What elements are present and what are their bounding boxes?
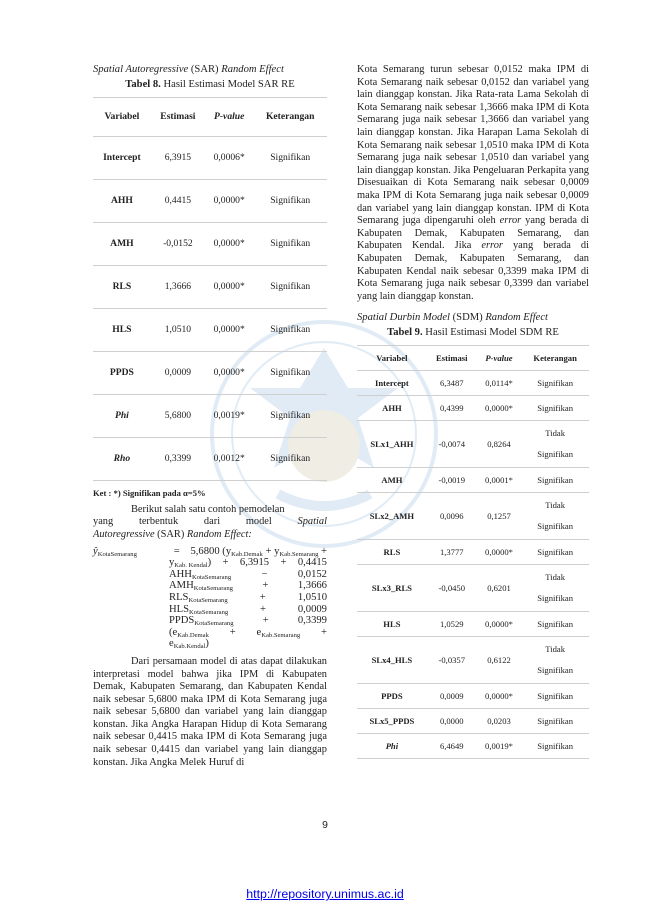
col-header: Estimasi [150, 97, 205, 138]
right-column: Kota Semarang turun sebesar 0,0152 maka … [357, 64, 589, 760]
table8-note: Ket : *) Signifikan pada α=5% [93, 488, 206, 499]
paragraph-intro-line2: yang terbentuk dari model Spatial [93, 516, 327, 528]
col-header: P-value [205, 97, 254, 138]
col-header: Variabel [93, 97, 151, 138]
equation-line: RLSKotaSemarang + 1,0510 [169, 591, 327, 604]
paragraph-intro-line3: Autoregressive (SAR) Random Effect: [93, 528, 252, 540]
col-header: Keterangan [521, 345, 589, 372]
equation-line: HLSKotaSemarang + 0,0009 [169, 603, 327, 616]
sar-model-equation: ŷKotaSemarang = 5,6800 (yKab.Demak + yKa… [93, 545, 327, 651]
equation-line: ŷKotaSemarang = 5,6800 (yKab.Demak + yKa… [93, 545, 327, 558]
equation-line: yKab. Kendal) + 6,3915 + 0,4415 [169, 557, 327, 570]
left-column: Spatial Autoregressive (SAR) Random Effe… [93, 64, 327, 769]
col-header: P-value [476, 345, 522, 372]
paragraph-interpretation: Dari persamaan model di atas dapat dilak… [93, 655, 327, 768]
equation-line: AMHKotaSemarang + 1,3666 [169, 580, 327, 593]
equation-line: (eKab.Demak + eKab.Semarang + [169, 626, 327, 639]
paragraph-intro-line1: Berikut salah satu contoh pemodelan [131, 503, 285, 515]
table9-caption: Tabel 9. Hasil Estimasi Model SDM RE [387, 326, 559, 338]
equation-line: AHHKotaSemarang − 0,0152 [169, 568, 327, 581]
col-header: Estimasi [426, 345, 477, 372]
section-heading-sar: Spatial Autoregressive (SAR) Random Effe… [93, 64, 284, 75]
equation-line: eKab.Kendal) [169, 638, 209, 651]
equation-line: PPDSKotaSemarang + 0,3399 [169, 615, 327, 628]
table-header-row: Variabel Estimasi P-value Keterangan [357, 345, 589, 372]
col-header: Variabel [357, 345, 427, 372]
table9-sdm-estimates: Variabel Estimasi P-value Keterangan Int… [357, 345, 589, 760]
table8-caption: Tabel 8. Hasil Estimasi Model SAR RE [125, 78, 295, 90]
section-heading-sdm: Spatial Durbin Model (SDM) Random Effect [357, 312, 548, 324]
page-number: 9 [322, 820, 328, 831]
col-header: Keterangan [253, 97, 327, 138]
repository-link[interactable]: http://repository.unimus.ac.id [246, 887, 404, 901]
table-header-row: Variabel Estimasi P-value Keterangan [93, 97, 327, 138]
paragraph-interpretation-continued: Kota Semarang turun sebesar 0,0152 maka … [357, 64, 589, 302]
table8-sar-estimates: Variabel Estimasi P-value Keterangan Int… [93, 97, 327, 482]
